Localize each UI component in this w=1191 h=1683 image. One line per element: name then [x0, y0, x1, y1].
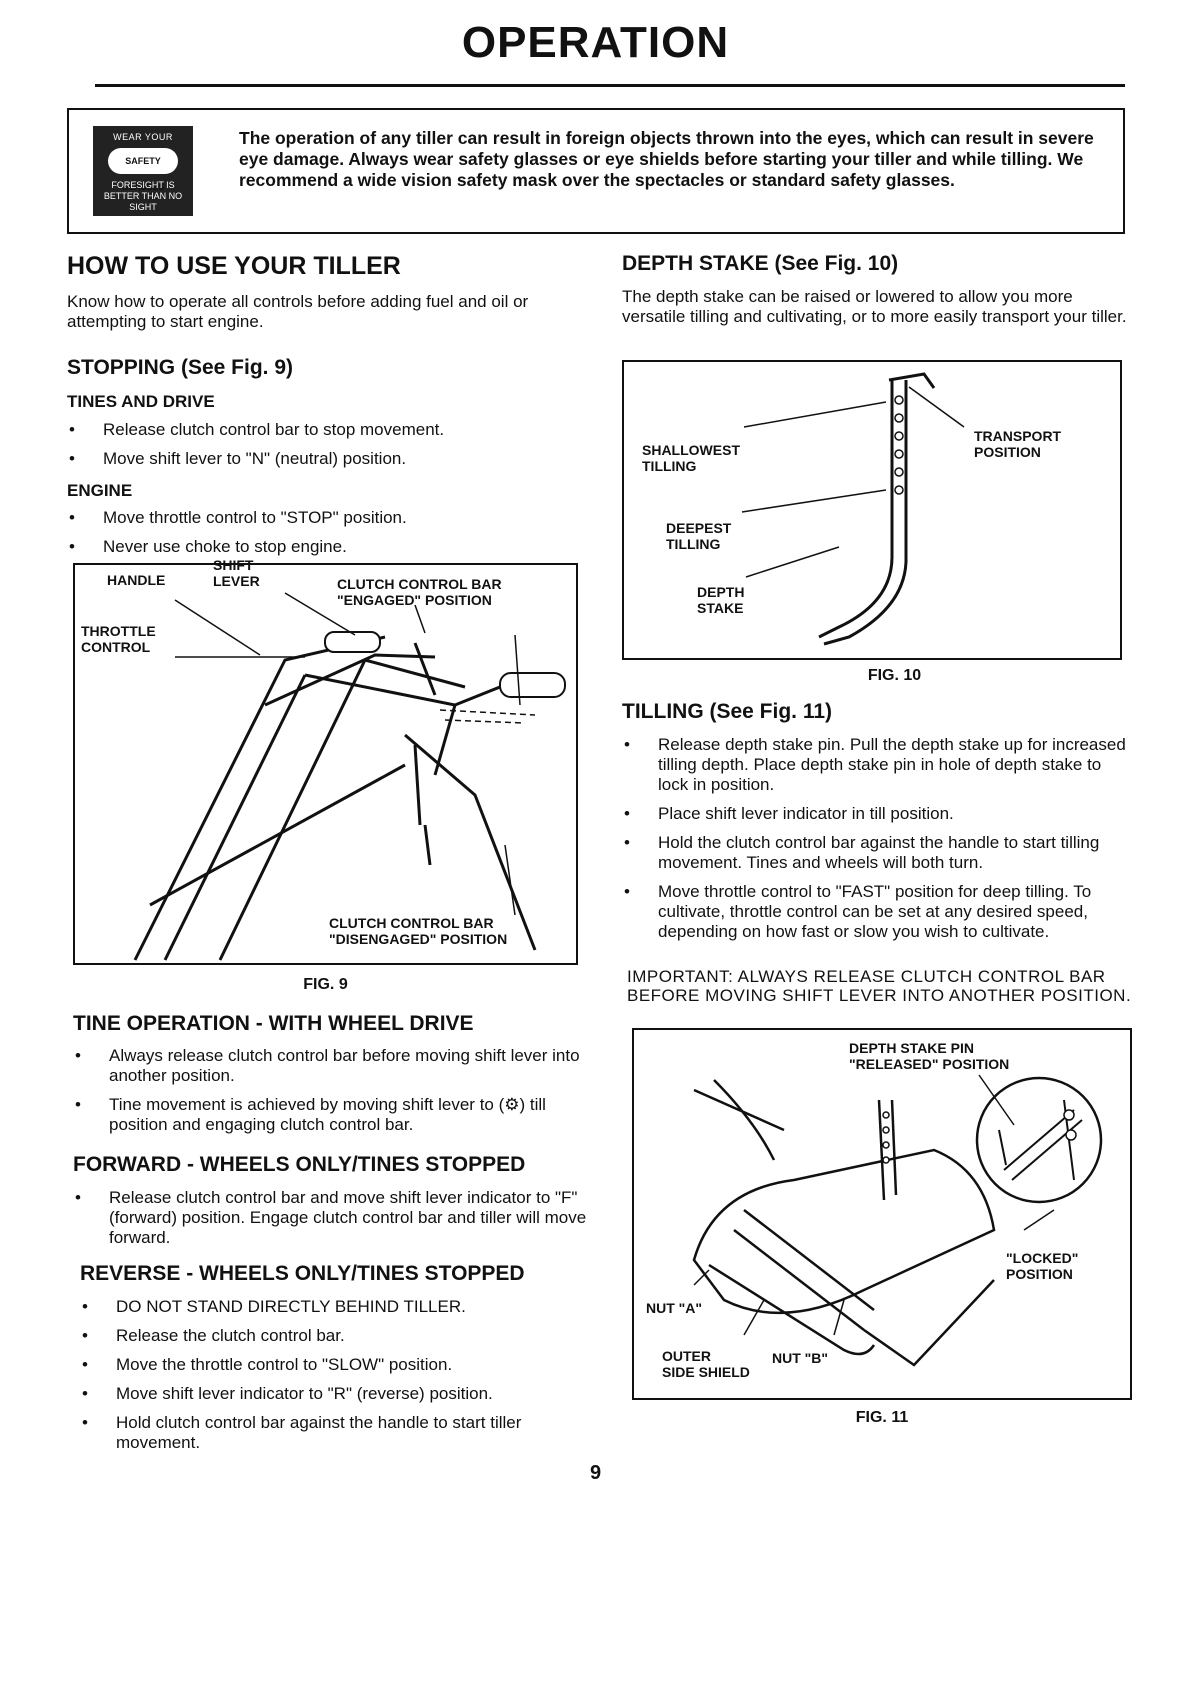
fig10-deepest-label: DEEPEST TILLING	[666, 520, 732, 552]
fig11-nut-a-label: NUT "A"	[646, 1300, 703, 1316]
figure-11: DEPTH STAKE PIN "RELEASED" POSITION "LOC…	[632, 1028, 1132, 1400]
engine-heading: ENGINE	[67, 481, 133, 500]
fig9-caption: FIG. 9	[303, 976, 348, 993]
reverse-heading: REVERSE - WHEELS ONLY/TINES STOPPED	[80, 1262, 525, 1285]
list-item: Release clutch control bar to stop movem…	[67, 420, 587, 440]
tine-operation-list: Always release clutch control bar before…	[73, 1046, 583, 1144]
reverse-list: DO NOT STAND DIRECTLY BEHIND TILLER. Rel…	[80, 1297, 590, 1462]
list-item: Move throttle control to "STOP" position…	[67, 508, 587, 528]
tine-operation-heading: TINE OPERATION - WITH WHEEL DRIVE	[73, 1012, 474, 1035]
fig11-caption: FIG. 11	[855, 1409, 909, 1426]
list-item: Hold the clutch control bar against the …	[622, 833, 1132, 873]
figure-10: SHALLOWEST TILLING DEEPEST TILLING DEPTH…	[622, 360, 1122, 660]
depth-stake-text: The depth stake can be raised or lowered…	[622, 287, 1127, 326]
list-item: Hold clutch control bar against the hand…	[80, 1413, 590, 1453]
forward-heading: FORWARD - WHEELS ONLY/TINES STOPPED	[73, 1153, 526, 1176]
fig10-stake-label: DEPTH STAKE	[697, 584, 745, 616]
list-item: Tine movement is achieved by moving shif…	[73, 1095, 583, 1135]
tines-drive-heading: TINES AND DRIVE	[67, 392, 215, 411]
depth-stake-illustration	[741, 372, 965, 646]
tilling-heading: TILLING (See Fig. 11)	[622, 700, 833, 723]
page-title: OPERATION	[461, 18, 730, 67]
fig9-clutch-engaged-label: CLUTCH CONTROL BAR "ENGAGED" POSITION	[337, 576, 502, 608]
tilling-list: Release depth stake pin. Pull the depth …	[622, 735, 1132, 951]
fig9-throttle-label: THROTTLE CONTROL	[81, 623, 156, 655]
depth-stake-pin-illustration	[692, 1074, 1103, 1367]
tiller-handle-illustration	[133, 592, 566, 961]
fig11-pin-released-label: DEPTH STAKE PIN "RELEASED" POSITION	[849, 1040, 1010, 1072]
list-item: Release clutch control bar and move shif…	[73, 1188, 593, 1248]
fig9-clutch-disengaged-label: CLUTCH CONTROL BAR "DISENGAGED" POSITION	[329, 915, 508, 947]
depth-stake-heading: DEPTH STAKE (See Fig. 10)	[622, 252, 899, 275]
list-item: Move the throttle control to "SLOW" posi…	[80, 1355, 590, 1375]
engine-list: Move throttle control to "STOP" position…	[67, 508, 587, 566]
forward-list: Release clutch control bar and move shif…	[73, 1188, 593, 1257]
how-to-use-text: Know how to operate all controls before …	[67, 292, 529, 331]
fig9-handle-label: HANDLE	[107, 572, 166, 588]
title-rule	[95, 84, 1125, 87]
list-item: Always release clutch control bar before…	[73, 1046, 583, 1086]
page-number: 9	[589, 1462, 602, 1484]
safety-warning-box: WEAR YOUR SAFETY GLASSES FORESIGHT IS BE…	[67, 108, 1125, 234]
fig10-transport-label: TRANSPORT POSITION	[974, 428, 1062, 460]
fig10-shallowest-label: SHALLOWEST TILLING	[642, 442, 740, 474]
list-item: Release the clutch control bar.	[80, 1326, 590, 1346]
stopping-heading: STOPPING (See Fig. 9)	[67, 356, 293, 379]
list-item: Move shift lever indicator to "R" (rever…	[80, 1384, 590, 1404]
fig11-locked-label: "LOCKED" POSITION	[1006, 1250, 1079, 1282]
badge-top-text: WEAR YOUR	[113, 132, 173, 142]
tines-drive-list: Release clutch control bar to stop movem…	[67, 420, 587, 478]
fig10-caption: FIG. 10	[867, 667, 922, 684]
list-item: Move throttle control to "FAST" position…	[622, 882, 1132, 942]
figure-9: HANDLE SHIFT LEVER CLUTCH CONTROL BAR "E…	[73, 557, 578, 965]
list-item: DO NOT STAND DIRECTLY BEHIND TILLER.	[80, 1297, 590, 1317]
list-item: Release depth stake pin. Pull the depth …	[622, 735, 1132, 795]
fig9-shift-lever-label: SHIFT LEVER	[213, 557, 260, 589]
important-note: IMPORTANT: ALWAYS RELEASE CLUTCH CONTROL…	[627, 967, 1132, 1005]
safety-glasses-icon: SAFETY GLASSES	[108, 148, 178, 192]
how-to-use-heading: HOW TO USE YOUR TILLER	[67, 252, 401, 280]
list-item: Move shift lever to "N" (neutral) positi…	[67, 449, 587, 469]
list-item: Place shift lever indicator in till posi…	[622, 804, 1132, 824]
fig11-nut-b-label: NUT "B"	[772, 1350, 829, 1366]
badge-bottom-text: FORESIGHT IS BETTER THAN NO SIGHT	[103, 180, 183, 212]
list-item: Never use choke to stop engine.	[67, 537, 587, 557]
safety-glasses-badge: WEAR YOUR SAFETY GLASSES FORESIGHT IS BE…	[93, 126, 193, 216]
fig11-outer-shield-label: OUTER SIDE SHIELD	[662, 1348, 750, 1380]
warning-text: The operation of any tiller can result i…	[239, 128, 1094, 190]
